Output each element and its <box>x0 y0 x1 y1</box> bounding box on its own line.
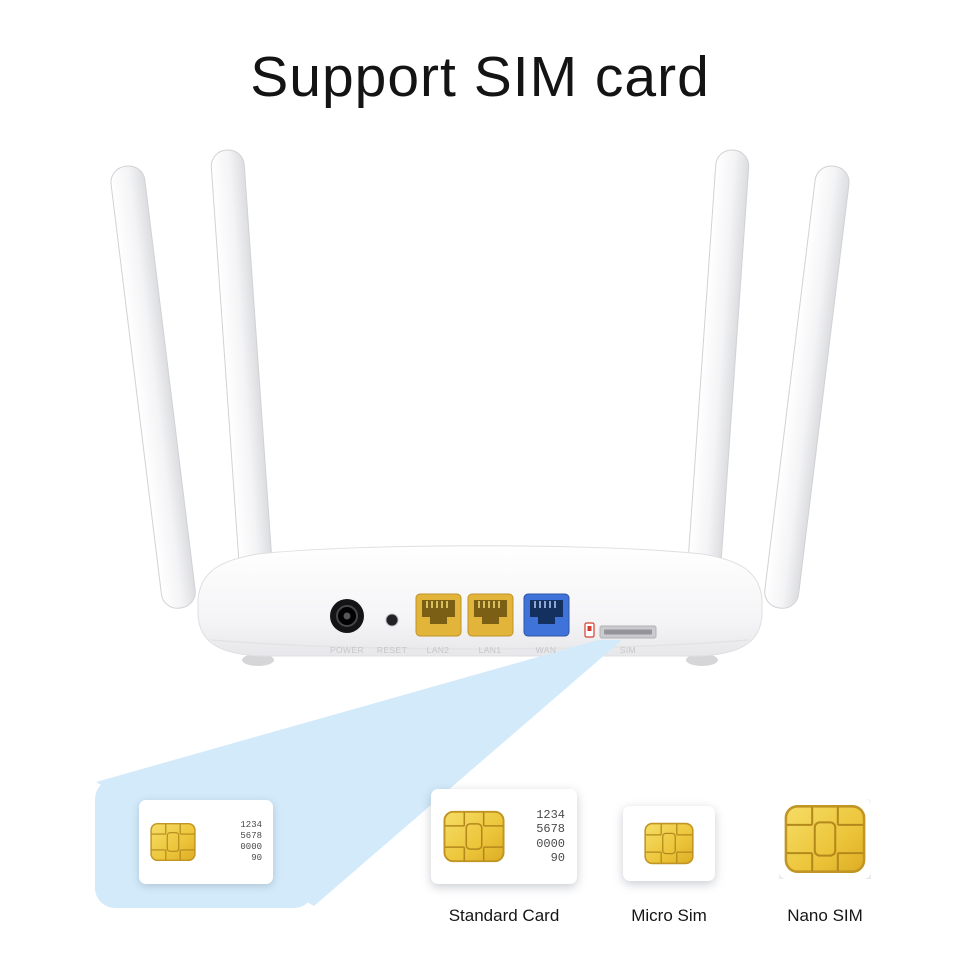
router-foot-right <box>686 654 718 666</box>
micro-sim-card <box>623 806 715 881</box>
standard-card-label: Standard Card <box>448 906 560 925</box>
reset-button <box>385 613 399 627</box>
antenna-left-outer <box>110 165 196 609</box>
nano-sim-card <box>779 799 871 879</box>
power-port <box>330 599 364 633</box>
port-label-lan2: LAN2 <box>426 645 450 655</box>
page-title: Support SIM card <box>250 45 710 109</box>
nano-sim-label: Nano SIM <box>787 906 863 925</box>
lan2-port <box>415 593 462 637</box>
standard-sim-card: 1234 5678 0000 90 <box>431 789 577 884</box>
sim-chip-icon <box>443 810 505 863</box>
wan-port <box>523 593 570 637</box>
antennas <box>110 149 850 609</box>
sim-numbers: 1234 5678 0000 90 <box>536 807 565 866</box>
sim-numbers: 1234 5678 0000 90 <box>240 820 262 863</box>
sim-slot <box>599 625 657 639</box>
antenna-right-inner <box>686 149 750 594</box>
sim-chip-icon <box>784 805 866 873</box>
port-label-lan1: LAN1 <box>478 645 502 655</box>
port-label-reset: RESET <box>376 645 408 655</box>
sim-chip-icon <box>150 822 196 862</box>
lan1-port <box>467 593 514 637</box>
micro-sim-label: Micro Sim <box>631 906 707 925</box>
callout-sim-card: 1234 5678 0000 90 <box>139 800 273 884</box>
port-label-wan: WAN <box>535 645 557 655</box>
port-label-sim: SIM <box>619 645 637 655</box>
router-foot-left <box>242 654 274 666</box>
antenna-left-inner <box>210 149 274 594</box>
sim-chip-icon <box>644 822 694 865</box>
antenna-right-outer <box>764 165 850 609</box>
port-label-power: POWER <box>329 645 365 655</box>
router-body-seam <box>211 639 749 650</box>
sim-indicator-icon <box>584 622 595 638</box>
